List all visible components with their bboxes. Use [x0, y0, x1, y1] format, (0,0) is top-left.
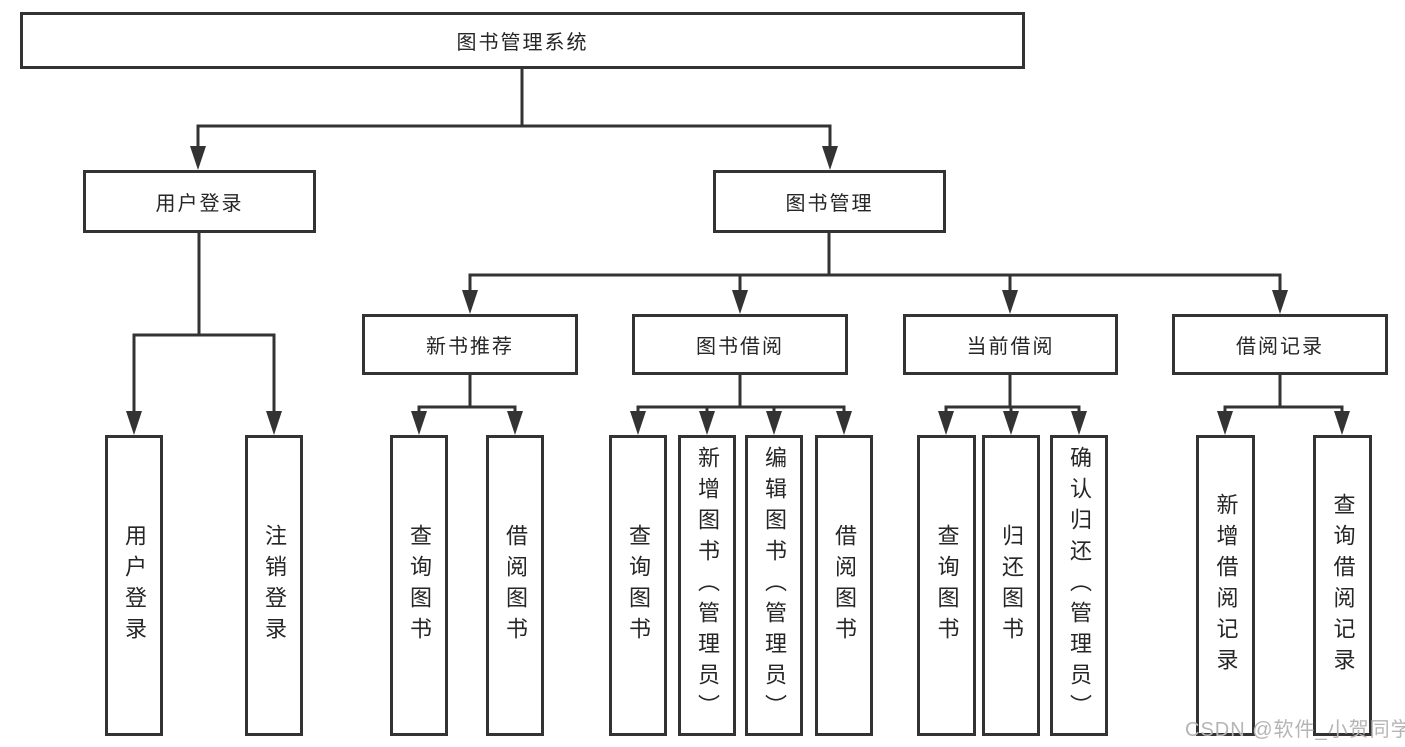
connector-user-login-branch: [126, 232, 282, 435]
leaf-query-borrow-record-label: 查询借阅记录: [1330, 492, 1356, 679]
node-user-login: 用户登录: [83, 170, 316, 233]
node-new-book-recommend: 新书推荐: [362, 314, 578, 375]
leaf-borrow-books-label: 借阅图书: [831, 523, 857, 648]
leaf-query-books-current: 查询图书: [917, 435, 976, 736]
leaf-edit-book-admin: 编辑图书（管理员）: [745, 435, 803, 736]
node-book-borrow: 图书借阅: [632, 314, 848, 375]
node-current-borrow: 当前借阅: [903, 314, 1118, 375]
csdn-watermark: CSDN @软件_小贺同学: [1185, 719, 1405, 741]
leaf-confirm-return-admin: 确认归还（管理员）: [1050, 435, 1108, 736]
connector-new-book-branch: [411, 374, 523, 435]
connector-book-borrow-branch: [630, 374, 852, 435]
leaf-user-login: 用户登录: [105, 435, 163, 736]
node-book-management-label: 图书管理: [785, 193, 874, 215]
leaf-query-books-borrow-label: 查询图书: [625, 523, 651, 648]
leaf-query-books-recommend-label: 查询图书: [406, 523, 432, 648]
connector-current-borrow-branch: [938, 374, 1087, 435]
leaf-query-books-recommend: 查询图书: [390, 435, 448, 736]
leaf-add-book-admin: 新增图书（管理员）: [678, 435, 736, 736]
leaf-add-borrow-record-label: 新增借阅记录: [1213, 492, 1239, 679]
node-root-system: 图书管理系统: [20, 12, 1025, 69]
leaf-query-books-current-label: 查询图书: [934, 523, 960, 648]
leaf-borrow-books-recommend-label: 借阅图书: [502, 523, 528, 648]
leaf-add-borrow-record: 新增借阅记录: [1196, 435, 1255, 736]
connector-book-management-branch: [462, 232, 1288, 314]
connector-root-to-level2: [190, 68, 838, 170]
node-borrow-records: 借阅记录: [1172, 314, 1388, 375]
node-current-borrow-label: 当前借阅: [966, 336, 1055, 358]
leaf-return-books: 归还图书: [982, 435, 1040, 736]
connector-borrow-records-branch: [1217, 374, 1350, 435]
leaf-logout: 注销登录: [245, 435, 303, 736]
leaf-query-borrow-record: 查询借阅记录: [1313, 435, 1372, 736]
node-borrow-records-label: 借阅记录: [1236, 336, 1324, 358]
leaf-add-book-admin-label: 新增图书（管理员）: [694, 446, 720, 725]
node-user-login-label: 用户登录: [155, 193, 244, 215]
leaf-borrow-books-recommend: 借阅图书: [486, 435, 544, 736]
node-book-borrow-label: 图书借阅: [696, 336, 784, 358]
leaf-user-login-label: 用户登录: [121, 523, 147, 648]
node-root-system-label: 图书管理系统: [456, 32, 589, 54]
leaf-edit-book-admin-label: 编辑图书（管理员）: [761, 446, 787, 725]
node-book-management: 图书管理: [713, 170, 946, 233]
leaf-query-books-borrow: 查询图书: [609, 435, 667, 736]
leaf-borrow-books: 借阅图书: [815, 435, 873, 736]
leaf-return-books-label: 归还图书: [998, 523, 1024, 648]
leaf-logout-label: 注销登录: [261, 523, 287, 648]
node-new-book-recommend-label: 新书推荐: [426, 336, 514, 358]
leaf-confirm-return-admin-label: 确认归还（管理员）: [1066, 446, 1092, 725]
